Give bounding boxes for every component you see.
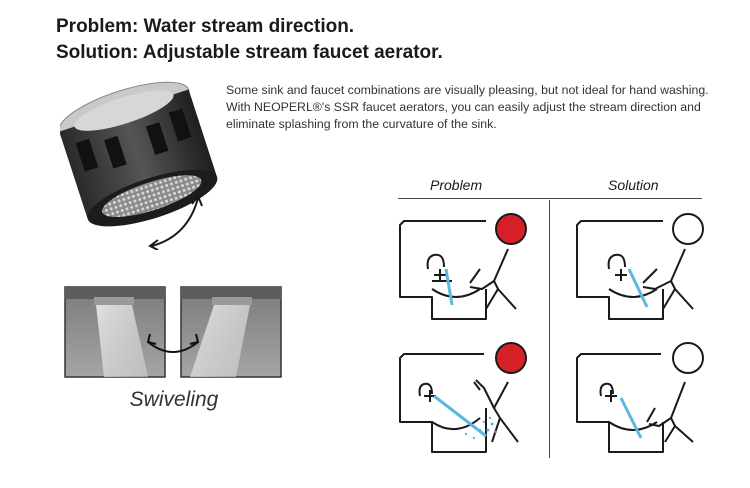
title-solution: Solution: Adjustable stream faucet aerat… <box>56 42 443 63</box>
solution-indicator <box>672 213 704 245</box>
problem-scene-2 <box>399 342 527 453</box>
header-rule <box>398 198 702 199</box>
problem-scene-1 <box>399 213 527 320</box>
column-header-solution: Solution <box>608 177 659 193</box>
problem-indicator <box>495 342 527 374</box>
swivel-photo-left <box>64 286 166 378</box>
title-problem: Problem: Water stream direction. <box>56 16 355 37</box>
swivel-photos <box>64 286 282 378</box>
page-title: Problem: Water stream direction. Solutio… <box>56 14 443 66</box>
solution-scene-2 <box>576 342 704 453</box>
aerator-illustration <box>60 81 218 250</box>
swivel-photo-right <box>180 286 282 378</box>
swivel-label: Swiveling <box>129 388 219 411</box>
solution-scene-1 <box>576 213 704 320</box>
problem-indicator <box>495 213 527 245</box>
column-header-problem: Problem <box>430 177 483 193</box>
column-divider <box>549 200 550 458</box>
solution-indicator <box>672 342 704 374</box>
description-text: Some sink and faucet combinations are vi… <box>226 83 709 131</box>
